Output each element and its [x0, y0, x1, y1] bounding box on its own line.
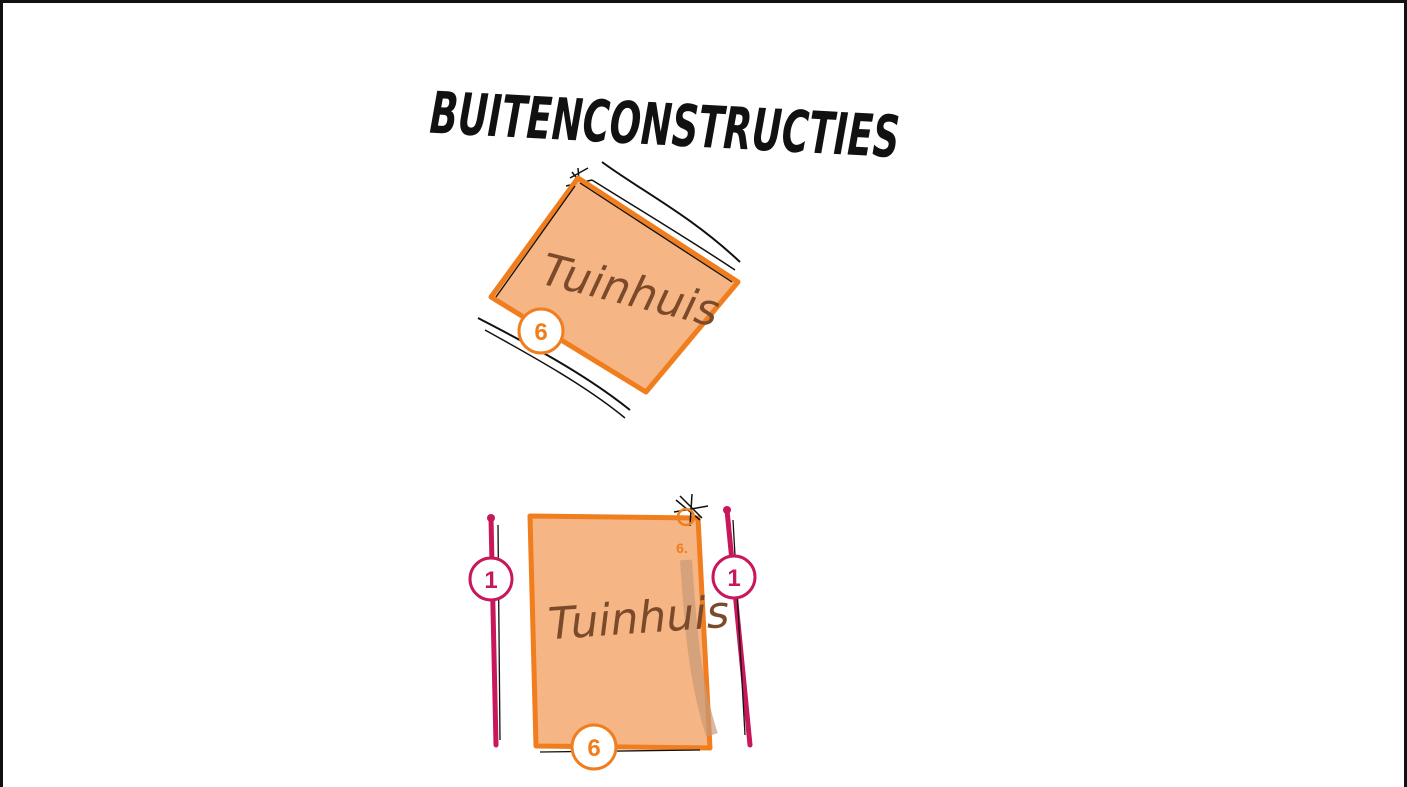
bottom-left-fence-line — [491, 518, 496, 745]
bottom-diagram: 6. Tuinhuis 1 1 6 — [470, 494, 755, 769]
bottom-shed-pencil-edge — [540, 750, 700, 752]
top-marker-label: 6 — [534, 319, 547, 346]
bottom-corner-marker-label: 6. — [676, 540, 688, 556]
bottom-marker-label: 6 — [587, 735, 600, 762]
bottom-left-marker-label: 1 — [484, 567, 497, 594]
bottom-left-fence-dot — [487, 514, 495, 522]
top-diagram: Tuinhuis 6 — [478, 162, 740, 418]
page-title: BUITENCONSTRUCTIES — [428, 79, 901, 172]
bottom-right-fence-dot — [723, 506, 731, 514]
bottom-right-marker-label: 1 — [727, 565, 740, 592]
bottom-right-pencil-line — [733, 520, 745, 735]
bottom-left-pencil-line — [498, 525, 500, 740]
